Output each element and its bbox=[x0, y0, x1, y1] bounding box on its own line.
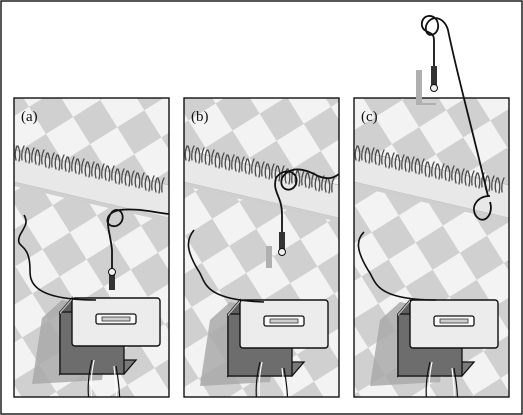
panel-c-label: (c) bbox=[361, 109, 378, 125]
panel-b: (b) bbox=[183, 97, 340, 398]
panel-a: (a) bbox=[13, 97, 170, 398]
plug-icon bbox=[108, 268, 116, 290]
rug bbox=[14, 149, 169, 219]
lifted-cable bbox=[416, 15, 489, 197]
rug bbox=[354, 149, 509, 219]
panel-b-border bbox=[183, 97, 340, 398]
plug-icon bbox=[430, 66, 438, 92]
panel-a-label: (a) bbox=[21, 109, 38, 125]
cable-loop-icon bbox=[187, 229, 265, 303]
panel-c-border bbox=[353, 97, 510, 398]
panel-c: (c) bbox=[353, 97, 510, 398]
plug-icon bbox=[278, 232, 286, 256]
panel-b-label: (b) bbox=[191, 109, 209, 125]
rug bbox=[184, 149, 339, 219]
panel-a-border bbox=[13, 97, 170, 398]
cable-loop-icon bbox=[17, 214, 97, 301]
cable-loop-icon bbox=[421, 15, 489, 197]
